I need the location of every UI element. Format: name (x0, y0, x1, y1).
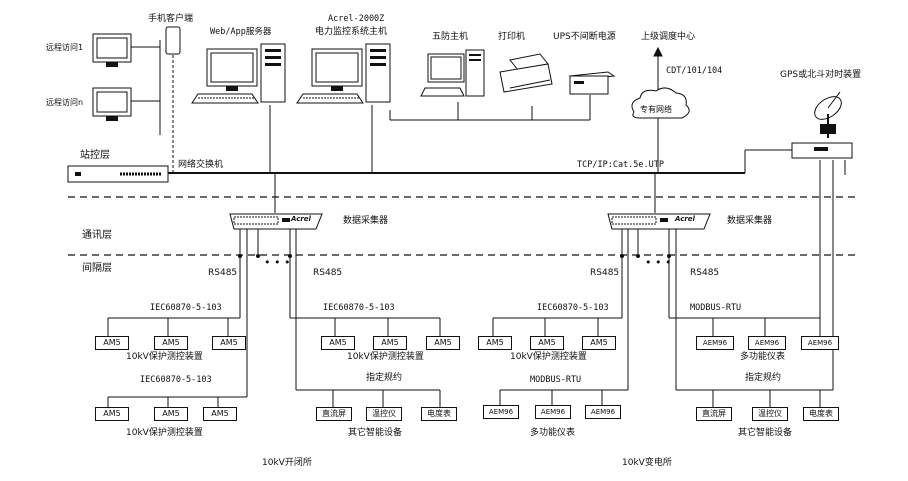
temp-controller-device: 温控仪 (366, 407, 402, 421)
collector-left-label: 数据采集器 (343, 216, 389, 226)
am5-device: AM5 (154, 407, 188, 421)
web-server-label: Web/App服务器 (210, 27, 272, 37)
cdt-protocol-label: CDT/101/104 (666, 66, 723, 76)
data-collector-left (229, 213, 323, 230)
multi-caption-2: 多功能仪表 (530, 428, 576, 438)
energy-meter-device: 电度表 (803, 407, 839, 421)
web-server-computer (191, 43, 286, 104)
aem96-device: AEM96 (585, 405, 621, 419)
station-right-caption: 10kV变电所 (622, 458, 672, 468)
iec-label-1: IEC60870-5-103 (150, 303, 222, 313)
am5-device: AM5 (154, 336, 188, 350)
switch-label: 网络交换机 (178, 160, 224, 170)
am5-device: AM5 (95, 407, 129, 421)
monitoring-host-computer (296, 43, 391, 104)
am5-device: AM5 (212, 336, 246, 350)
private-network-cloud-icon (631, 87, 690, 119)
dc-screen-device: 直流屏 (696, 407, 732, 421)
am5-device: AM5 (321, 336, 355, 350)
designated-caption-2: 指定规约 (745, 373, 782, 383)
network-switch-icon (67, 165, 169, 183)
temp-controller-device: 温控仪 (752, 407, 788, 421)
wufang-host-computer (420, 49, 485, 97)
am5-device: AM5 (373, 336, 407, 350)
collector-right-label: 数据采集器 (727, 216, 773, 226)
protect-caption-2: 10kV保护测控装置 (347, 352, 424, 362)
iec-label-3: IEC60870-5-103 (537, 303, 609, 313)
protect-caption-3: 10kV保护测控装置 (510, 352, 587, 362)
am5-device: AM5 (203, 407, 237, 421)
dispatch-center-label: 上级调度中心 (641, 32, 696, 42)
remote-access-n-label: 远程访问n (46, 98, 84, 107)
am5-device: AM5 (478, 336, 512, 350)
printer-label: 打印机 (498, 32, 526, 42)
comm-layer-label: 通讯层 (82, 230, 112, 241)
designated-caption-1: 指定规约 (366, 373, 403, 383)
ups-icon (568, 71, 616, 95)
dc-screen-device: 直流屏 (316, 407, 352, 421)
multi-caption-1: 多功能仪表 (740, 352, 786, 362)
am5-device: AM5 (582, 336, 616, 350)
energy-meter-device: 电度表 (421, 407, 457, 421)
remote-access-1-label: 远程访问1 (46, 43, 84, 52)
modbus-label-1: MODBUS-RTU (690, 303, 742, 313)
aem96-device: AEM96 (801, 336, 839, 350)
data-collector-right (607, 213, 711, 230)
aem96-device: AEM96 (748, 336, 786, 350)
bay-layer-label: 间隔层 (82, 263, 112, 274)
aem96-device: AEM96 (696, 336, 734, 350)
protect-caption-1: 10kV保护测控装置 (126, 352, 203, 362)
am5-device: AM5 (530, 336, 564, 350)
mobile-phone-icon (165, 26, 181, 55)
remote-monitor-1 (92, 33, 132, 67)
other-caption-1: 其它智能设备 (348, 428, 403, 438)
am5-device: AM5 (95, 336, 129, 350)
mobile-client-label: 手机客户端 (148, 14, 194, 24)
rs485-right-1: RS485 (590, 268, 620, 278)
host-name-label: Acrel-2000Z (328, 14, 385, 24)
rs485-right-2: RS485 (690, 268, 720, 278)
am5-device: AM5 (426, 336, 460, 350)
remote-monitor-n (92, 87, 132, 121)
iec-label-4: IEC60870-5-103 (140, 375, 212, 385)
rs485-left-1: RS485 (208, 268, 238, 278)
collector-left-brand: Acrel (291, 215, 311, 223)
printer-icon (499, 53, 553, 93)
more-dots-left: • • • (264, 256, 291, 269)
private-network-label: 专有网络 (640, 105, 672, 114)
aem96-device: AEM96 (483, 405, 519, 419)
wufang-label: 五防主机 (432, 32, 469, 42)
rs485-left-2: RS485 (313, 268, 343, 278)
iec-label-2: IEC60870-5-103 (323, 303, 395, 313)
ups-label: UPS不间断电源 (553, 32, 616, 42)
gps-label: GPS或北斗对时装置 (780, 70, 862, 80)
host-desc-label: 电力监控系统主机 (315, 27, 388, 37)
aem96-device: AEM96 (535, 405, 571, 419)
protect-caption-4: 10kV保护测控装置 (126, 428, 203, 438)
tcpip-label: TCP/IP:Cat.5e.UTP (577, 160, 664, 170)
collector-right-brand: Acrel (675, 215, 695, 223)
gps-satellite-dish-icon (791, 91, 853, 159)
other-caption-2: 其它智能设备 (738, 428, 793, 438)
station-left-caption: 10kV开闭所 (262, 458, 312, 468)
more-dots-right: • • • (645, 256, 672, 269)
modbus-label-2: MODBUS-RTU (530, 375, 582, 385)
station-layer-label: 站控层 (80, 150, 110, 161)
